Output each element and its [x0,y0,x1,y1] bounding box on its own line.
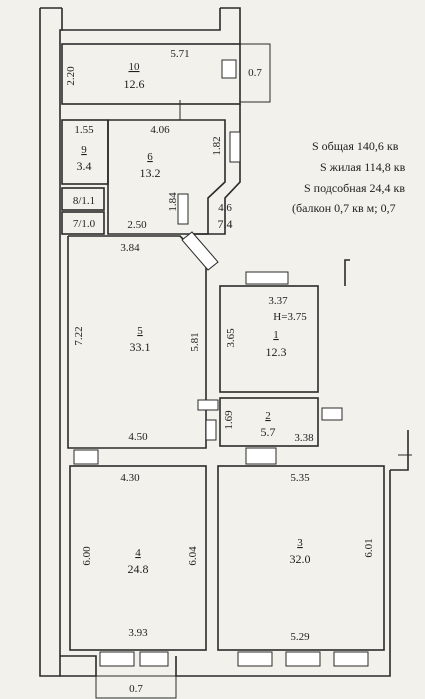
dim-r10-side: 2.20 [65,66,77,86]
dim-r5-top: 3.84 [120,242,140,254]
room-10-area: 12.6 [124,77,145,91]
dim-r3-top: 5.35 [290,472,310,484]
outer-walls [39,7,409,677]
dim-r2-bottom: 3.38 [294,432,314,444]
dim-r6-bottom: 2.50 [127,219,147,231]
room-8-label: 8/1.1 [73,195,95,207]
room-10-outline [61,43,241,105]
windows [73,59,412,667]
dim-r5-left: 7.22 [73,326,85,345]
room-6-area: 13.2 [140,166,161,180]
dim-r1-top: 3.37 [268,295,288,307]
room-4-number: 4 [135,547,141,559]
dim-r1-left: 3.65 [225,328,237,348]
room-5-area: 33.1 [130,340,151,354]
room-2-outline [219,397,319,447]
room-3-number: 3 [297,537,303,549]
dim-corridor-width: 4.6 [218,202,232,214]
room-9-number: 9 [81,144,87,156]
room-7-outline [61,211,105,235]
dim-balcony-top: 0.7 [248,67,262,79]
room-5-number: 5 [137,325,143,337]
room-10-number: 10 [129,61,141,73]
room-1-number: 1 [273,329,279,341]
summary-auxiliary: S подсобная 24,4 кв [304,181,405,195]
dim-r9-top: 1.55 [74,124,94,136]
dim-balcony-bottom: 0.7 [129,683,143,695]
room-9-area: 3.4 [77,159,92,173]
dim-r6-inner: 1.84 [167,192,179,212]
room-4-outline [69,465,207,651]
room-8-outline [61,187,105,211]
room-1-height: H=3.75 [273,311,307,323]
dim-r4-left: 6.00 [81,546,93,566]
corridor-outline [190,104,241,235]
corridor-area: 7.4 [218,217,233,231]
room-6-number: 6 [147,151,153,163]
dim-r4-bottom: 3.93 [128,627,148,639]
balcony-top-outline [239,43,271,103]
dim-r4-right: 6.04 [187,546,199,566]
room-1-area: 12.3 [266,345,287,359]
summary-living: S жилая 114,8 кв [320,160,406,174]
area-summary: S общая 140,6 кв S жилая 114,8 кв S подс… [292,139,406,215]
room-4-area: 24.8 [128,562,149,576]
dim-r3-right: 6.01 [363,538,375,557]
room-2-number: 2 [265,410,271,422]
room-5-outline [67,235,207,449]
summary-balcony: (балкон 0,7 кв м; 0,7 [292,201,396,215]
room-3-area: 32.0 [290,552,311,566]
summary-total: S общая 140,6 кв [312,139,399,153]
dim-r6-top: 4.06 [150,124,170,136]
room-2-area: 5.7 [261,425,276,439]
dim-r5-bottom: 4.50 [128,431,148,443]
room-7-label: 7/1.0 [73,218,96,230]
room-6-outline [107,119,226,235]
dim-r4-top: 4.30 [120,472,140,484]
room-3-outline [217,465,385,651]
balcony-bottom-outline [95,675,177,699]
dim-r3-bottom: 5.29 [290,631,310,643]
dim-r10-top: 5.71 [170,48,189,60]
dim-r2-left: 1.69 [223,410,235,430]
room-1-outline [219,285,319,393]
dim-r5-right: 5.81 [189,332,201,351]
dim-r6-right: 1.82 [211,136,223,155]
